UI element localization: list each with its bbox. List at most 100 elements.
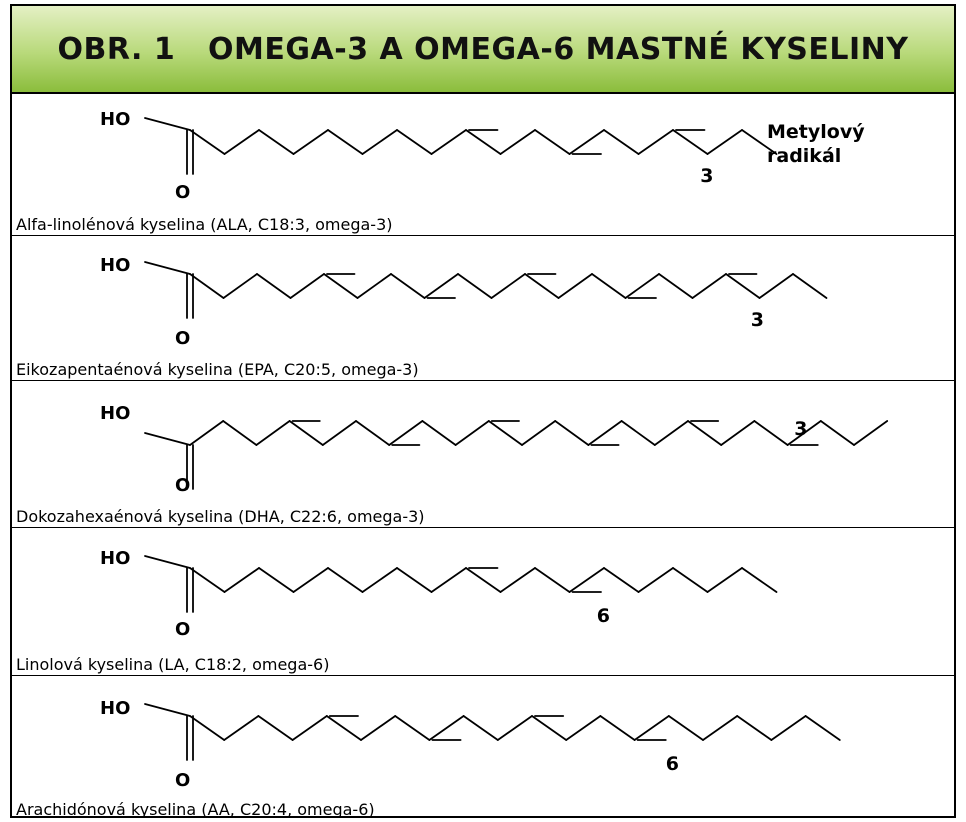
molecule-panel-dha: HO O 3 Dokozahexaénová kyselina (DHA, C2… [12,381,954,528]
carbon-bond [189,129,226,155]
carbon-bond [804,715,841,741]
carbon-bond [292,129,329,155]
omega-number: 3 [700,165,713,187]
carbon-bond [653,420,689,446]
carbon-bond [741,129,778,155]
carbon-bond [599,715,636,741]
omega-number: 3 [794,418,807,440]
carbon-bond [430,129,467,155]
carbon-bond [355,420,391,446]
carbon-bond [591,273,627,299]
ho-label: HO [100,698,130,719]
structure-epa: HO O 3 [100,255,828,349]
carbon-bond [423,273,459,299]
carbon-bond [753,420,789,446]
carbon-bond [327,567,364,593]
carbon-bond [534,129,571,155]
o-label: O [175,182,190,203]
carbon-bond [430,567,467,593]
carbon-bond [706,567,743,593]
carbon-bond [291,715,328,741]
carbon-bond [222,420,258,446]
omega-number: 6 [597,605,610,627]
carbon-bond [633,715,670,741]
carbon-bond [361,567,398,593]
carbon-bond [223,129,260,155]
carbon-bond [667,715,704,741]
carbon-bond [853,420,889,446]
carbon-bond [568,567,605,593]
o-label: O [175,475,190,496]
hydroxyl-bond [144,261,191,275]
molecule-panel-epa: HO O 3 Eikozapentaénová kyselina (EPA, C… [12,236,954,381]
carbon-bond [388,420,424,446]
carbon-bond [258,129,295,155]
carbon-bond [256,273,292,299]
o-label: O [175,770,190,791]
methyl-note-line1: Metylový [767,121,865,143]
carbon-bond [189,420,225,446]
carbon-bond [454,420,490,446]
hydroxyl-bond [144,703,191,717]
carbon-bond [360,715,397,741]
structure-la: HO O 6 [100,548,778,640]
carbon-bond [487,420,523,446]
molecule-caption: Eikozapentaénová kyselina (EPA, C20:5, o… [16,360,419,379]
carbon-bond [394,715,431,741]
carbon-bond [758,273,794,299]
o-label: O [175,328,190,349]
carbon-bond [691,273,727,299]
carbon-bond [554,420,590,446]
molecule-caption: Dokozahexaénová kyselina (DHA, C22:6, om… [16,507,425,526]
ho-label: HO [100,109,130,130]
structure-aa: HO O 6 [100,698,841,791]
hydroxyl-bond [144,432,191,446]
carbon-bond [603,129,640,155]
carbon-bond [390,273,426,299]
carbon-bond [421,420,457,446]
carbon-bond [565,715,602,741]
title-banner: OBR. 1 OMEGA-3 A OMEGA-6 MASTNÉ KYSELINY [12,6,954,94]
carbon-bond [720,420,756,446]
molecule-caption: Arachidónová kyselina (AA, C20:4, omega-… [16,800,375,818]
carbon-bond [189,273,225,299]
carbon-bond [521,420,557,446]
hydroxyl-bond [144,117,191,131]
carbon-bond [819,420,855,446]
ho-label: HO [100,548,130,569]
carbon-bond [786,420,822,446]
carbon-bond [462,715,499,741]
omega-number: 6 [666,753,679,775]
carbon-bond [222,273,258,299]
carbon-bond [770,715,807,741]
carbon-bond [321,420,357,446]
carbon-bond [323,273,359,299]
carbon-bond [534,567,571,593]
molecule-panel-ala: HO O 3 Metylový radikál Alfa-linolénová … [12,94,954,236]
carbon-bond [706,129,743,155]
carbon-bond [736,715,773,741]
carbon-bond [465,567,502,593]
molecule-caption: Alfa-linolénová kyselina (ALA, C18:3, om… [16,215,393,234]
carbon-bond [687,420,723,446]
carbon-bond [792,273,828,299]
carbon-bond [587,420,623,446]
carbon-bond [624,273,660,299]
carbon-bond [620,420,656,446]
carbon-bond [356,273,392,299]
omega-number: 3 [751,309,764,331]
structure-ala: HO O 3 Metylový radikál [100,109,865,203]
carbon-bond [327,129,364,155]
figure-frame: OBR. 1 OMEGA-3 A OMEGA-6 MASTNÉ KYSELINY… [10,4,956,818]
carbon-bond [457,273,493,299]
carbon-bond [741,567,778,593]
carbon-bond [289,273,325,299]
carbon-bond [725,273,761,299]
carbon-bond [658,273,694,299]
structure-dha: HO O 3 [100,403,889,496]
molecule-caption: Linolová kyselina (LA, C18:2, omega-6) [16,655,330,674]
carbon-bond [568,129,605,155]
carbon-bond [189,567,226,593]
carbon-bond [255,420,291,446]
carbon-bond [428,715,465,741]
